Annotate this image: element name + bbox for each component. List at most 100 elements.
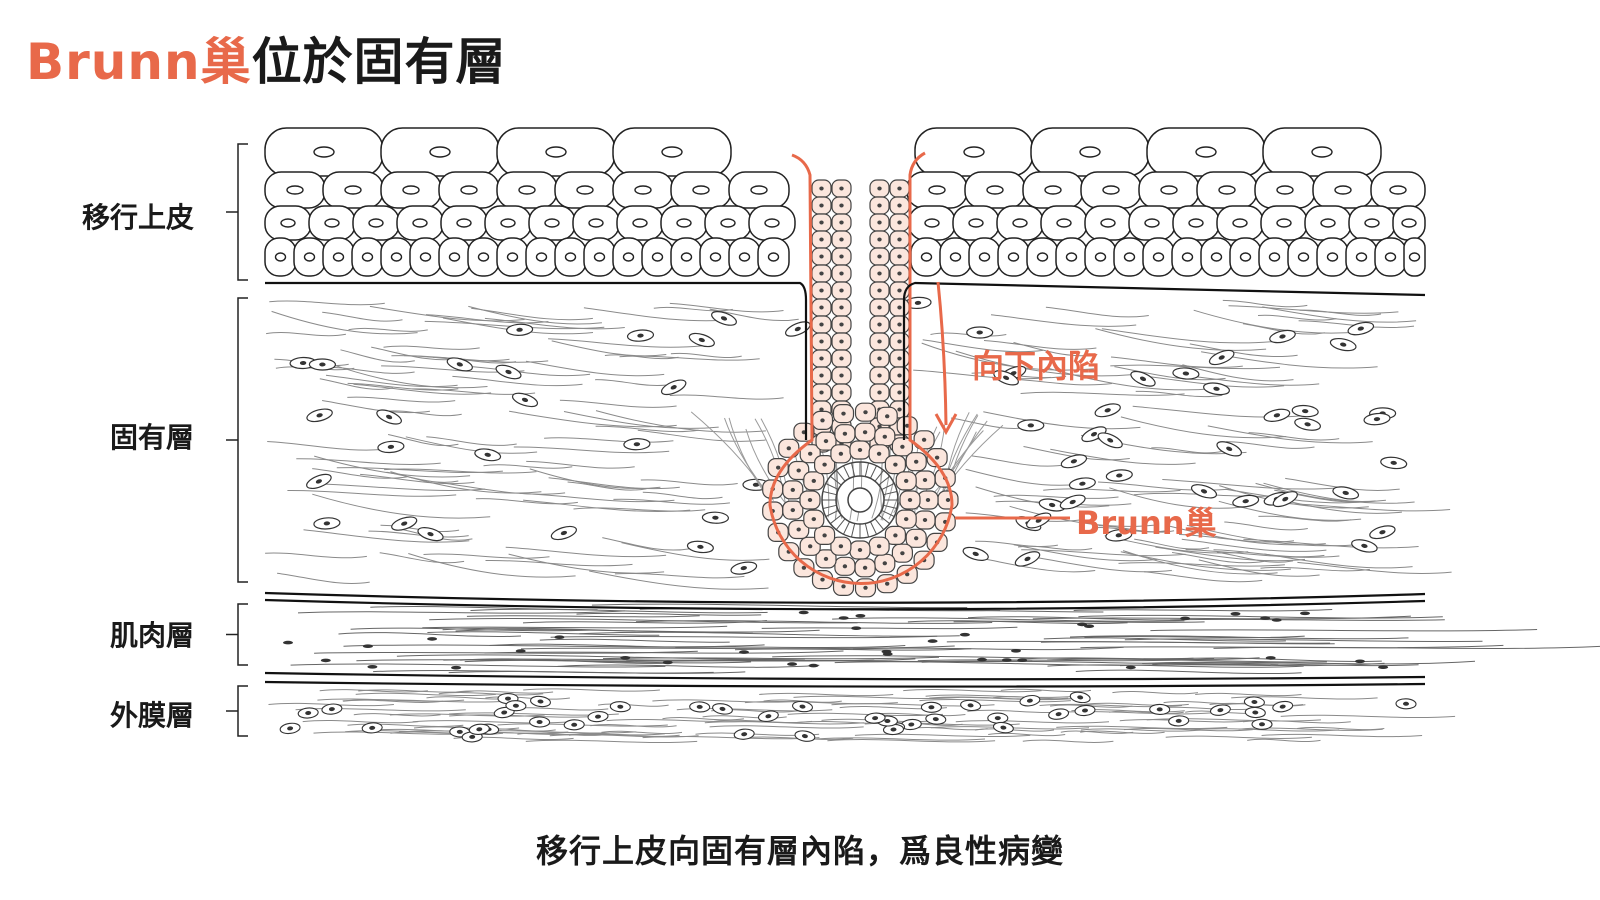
adventitia-cell: [505, 700, 527, 712]
epithelial-cell: [308, 205, 356, 241]
layer-boundaries: [264, 281, 1426, 688]
fiber: [1195, 692, 1302, 697]
stromal-cell: [1081, 426, 1107, 443]
fiber: [529, 468, 661, 490]
cell-nucleus: [1036, 252, 1049, 262]
stromal-cell-nucleus: [976, 330, 983, 335]
nest-cell-nucleus: [877, 305, 882, 310]
fiber: [269, 300, 385, 306]
adventitia-cell: [987, 712, 1009, 724]
cell-nucleus: [709, 252, 722, 262]
nest-cell: [874, 427, 896, 447]
muscle-fiber: [470, 608, 768, 614]
cell-nucleus: [1401, 218, 1417, 228]
adventitia-cell: [529, 716, 551, 728]
nest-inner-cell-wall: [843, 465, 851, 479]
fiber: [1179, 534, 1295, 543]
stromal-cell-nucleus: [1079, 481, 1086, 486]
stromal-cell: [993, 370, 1019, 386]
nest-cell: [895, 509, 917, 529]
label-brunn-nest: Brunn巢: [1076, 504, 1217, 542]
adventitia-cell: [587, 710, 609, 723]
adventitia-cell: [530, 695, 551, 708]
stromal-cell-nucleus: [1302, 409, 1309, 414]
stromal-cell-nucleus: [1340, 342, 1347, 347]
stromal-cell: [1068, 477, 1096, 491]
muscle-nucleus: [927, 639, 938, 643]
fiber: [827, 739, 996, 743]
epithelial-cell: [1172, 205, 1220, 241]
fiber: [567, 481, 647, 491]
nest-cell: [889, 179, 910, 198]
nest-cell: [869, 179, 890, 198]
epithelial-cell: [1026, 237, 1059, 277]
cell-nucleus: [767, 252, 780, 262]
nest-inner-cell-wall: [835, 469, 846, 482]
nest-inner-cell-wall: [822, 504, 837, 509]
epithelial-cell: [728, 237, 761, 277]
adventitia-cell-nucleus: [1217, 708, 1224, 713]
nest-cell: [884, 525, 907, 546]
fiber: [1155, 546, 1306, 562]
epithelial-cell: [1138, 171, 1200, 209]
fiber: [426, 436, 517, 446]
fiber: [471, 307, 593, 321]
fiber: [602, 537, 691, 551]
fiber: [1257, 314, 1337, 321]
nest-cell: [869, 213, 890, 232]
nest-cell-nucleus: [876, 544, 882, 549]
fiber: [1280, 714, 1456, 719]
stromal-cell-nucleus: [697, 544, 704, 549]
nest-cell: [889, 383, 910, 402]
cell-nucleus: [1334, 185, 1352, 195]
stromal-cell-nucleus: [712, 515, 719, 520]
caption: 移行上皮向固有層內陷，爲良性病變: [535, 832, 1064, 870]
fiber: [1122, 550, 1278, 575]
nest-cell: [811, 230, 832, 249]
muscle-nucleus: [1260, 616, 1271, 620]
nest-cell: [831, 213, 852, 232]
adventitia-cell-nucleus: [801, 734, 808, 739]
epithelial-cell: [660, 205, 708, 241]
adventitia-cell-nucleus: [967, 703, 974, 708]
nest-cell-nucleus: [839, 254, 844, 259]
stromal-cell-nucleus: [1242, 499, 1249, 504]
fiber: [347, 382, 459, 391]
fiber: [1000, 688, 1092, 693]
fiber: [903, 688, 1042, 693]
fiber: [1110, 356, 1243, 368]
fiber: [1207, 425, 1373, 444]
nest-cell-nucleus: [876, 451, 882, 456]
cell-nucleus: [1123, 252, 1136, 262]
nest-cell: [937, 490, 959, 510]
epithelial-cell: [612, 127, 732, 177]
epithelial-cell: [1345, 237, 1378, 277]
fiber: [1092, 527, 1168, 533]
nest-cell-nucleus: [897, 288, 902, 293]
epithelial-cell: [670, 237, 703, 277]
adventitia-cell: [1251, 718, 1273, 730]
nest-cell: [869, 298, 890, 317]
adventitia-fibers: [268, 688, 1456, 744]
adventitia-cell-nucleus: [1026, 698, 1033, 703]
stromal-cell-nucleus: [1069, 499, 1076, 505]
adventitia-cell-nucleus: [1403, 701, 1409, 706]
stromal-cell-nucleus: [1182, 371, 1190, 376]
cell-nucleus: [1311, 146, 1333, 158]
fiber: [601, 730, 683, 735]
cell-nucleus: [634, 185, 652, 195]
nest-cell: [868, 536, 890, 556]
cell-nucleus: [500, 218, 516, 228]
fiber: [1198, 559, 1320, 577]
adventitia-cell-nucleus: [1252, 710, 1259, 715]
nest-cell-nucleus: [839, 373, 844, 378]
adventitia-cell-nucleus: [1259, 722, 1265, 727]
cell-nucleus: [651, 252, 664, 262]
stromal-cell-nucleus: [1048, 502, 1056, 508]
fiber: [1297, 726, 1385, 731]
muscle-fiber: [429, 618, 858, 624]
fiber: [548, 477, 680, 490]
fiber: [955, 350, 1133, 377]
muscle-fiber: [1078, 614, 1443, 619]
